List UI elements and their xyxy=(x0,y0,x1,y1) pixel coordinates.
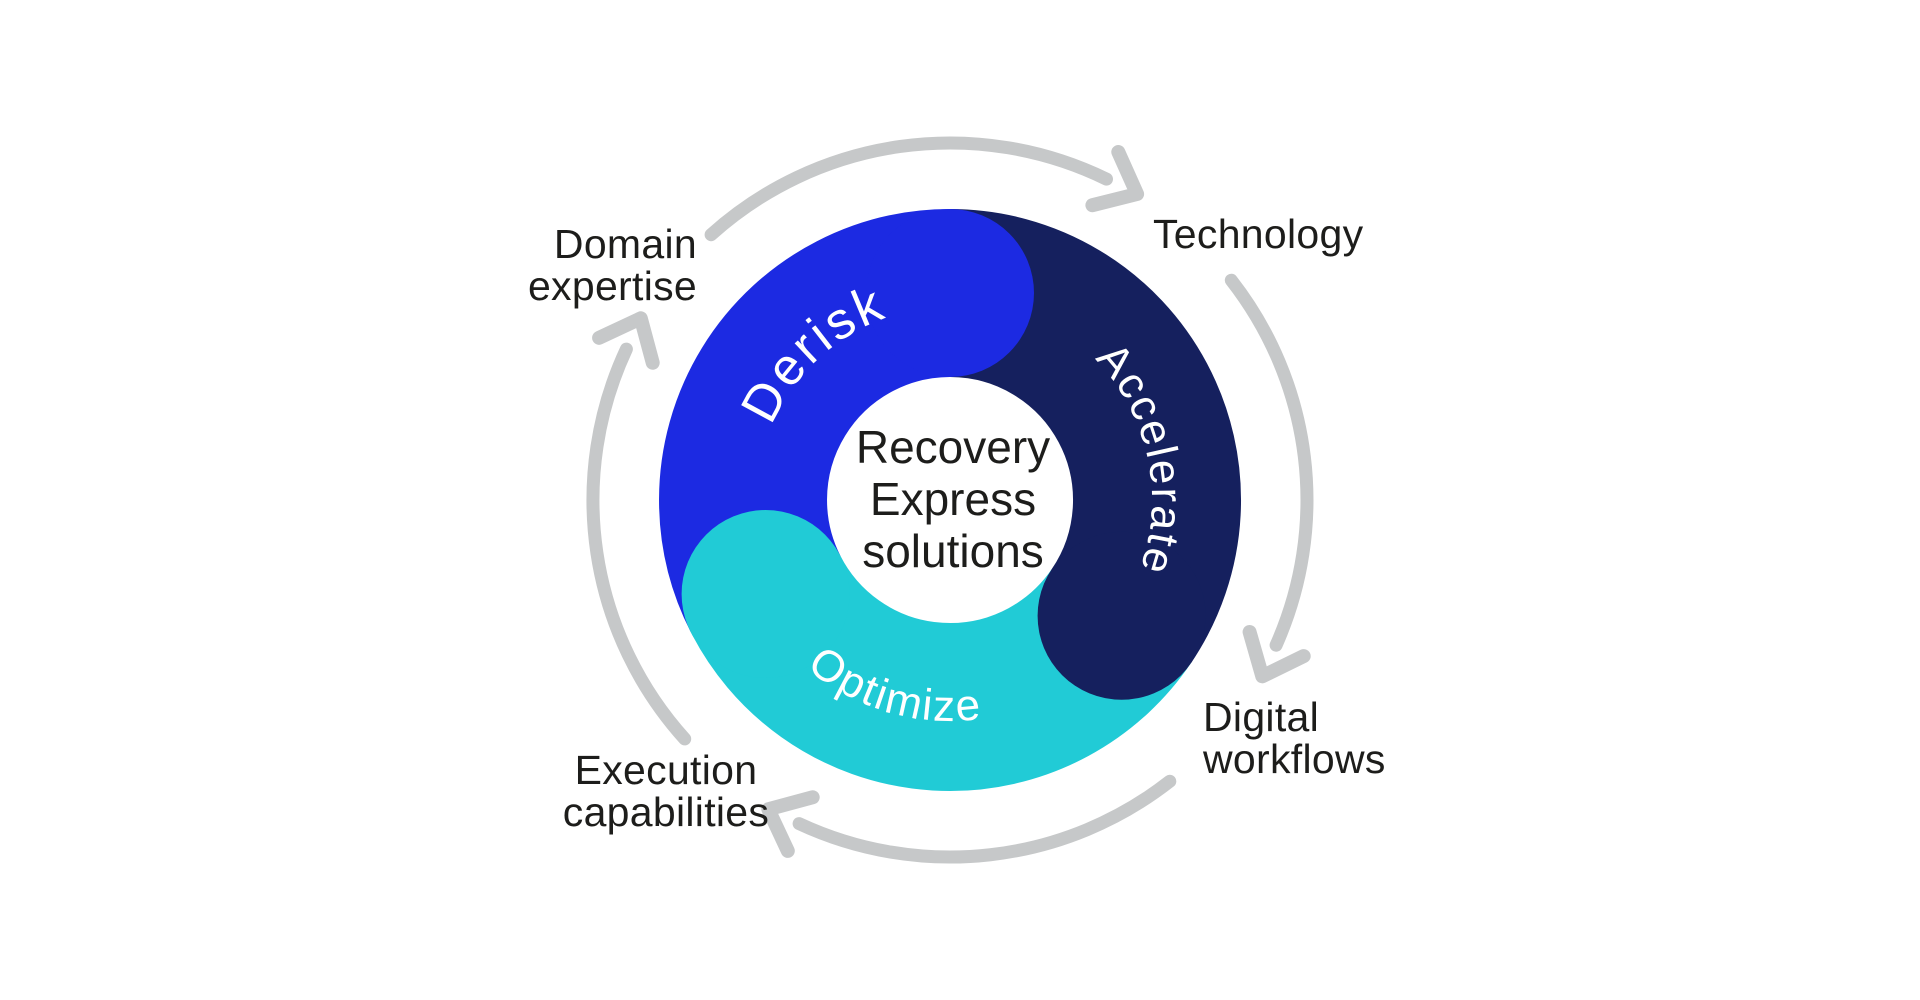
label-line: Technology xyxy=(1153,211,1364,257)
left-arrow-head-icon xyxy=(592,311,660,370)
center-title: Recovery Express solutions xyxy=(753,421,1153,577)
label-line: workflows xyxy=(1203,736,1386,782)
top-arrow-head-icon xyxy=(1085,145,1145,213)
label-line: Execution xyxy=(574,747,758,793)
label-line: Digital xyxy=(1203,694,1320,740)
label-digital-workflows: Digital workflows xyxy=(1203,696,1386,780)
center-title-line: solutions xyxy=(862,525,1044,577)
label-domain-expertise: Domain expertise xyxy=(397,223,697,307)
center-title-line: Recovery xyxy=(855,421,1051,473)
label-execution-capabilities: Execution capabilities xyxy=(466,749,866,833)
bottom-arrow-arc xyxy=(792,774,1177,864)
top-arrow-arc xyxy=(704,136,1113,242)
segment-cap-optimize xyxy=(681,510,850,678)
label-line: Domain xyxy=(553,221,697,267)
segment-cap-accelerate xyxy=(1037,531,1206,700)
label-line: capabilities xyxy=(562,789,770,835)
left-arrow-arc xyxy=(586,342,692,746)
center-title-line: Express xyxy=(869,473,1037,525)
right-arrow-head-icon xyxy=(1242,625,1311,684)
right-arrow-arc xyxy=(1224,273,1314,652)
segment-cap-derisk xyxy=(866,209,1034,377)
label-technology: Technology xyxy=(1153,213,1363,255)
label-line: expertise xyxy=(527,263,697,309)
bottom-arrow-head-icon xyxy=(761,790,820,858)
